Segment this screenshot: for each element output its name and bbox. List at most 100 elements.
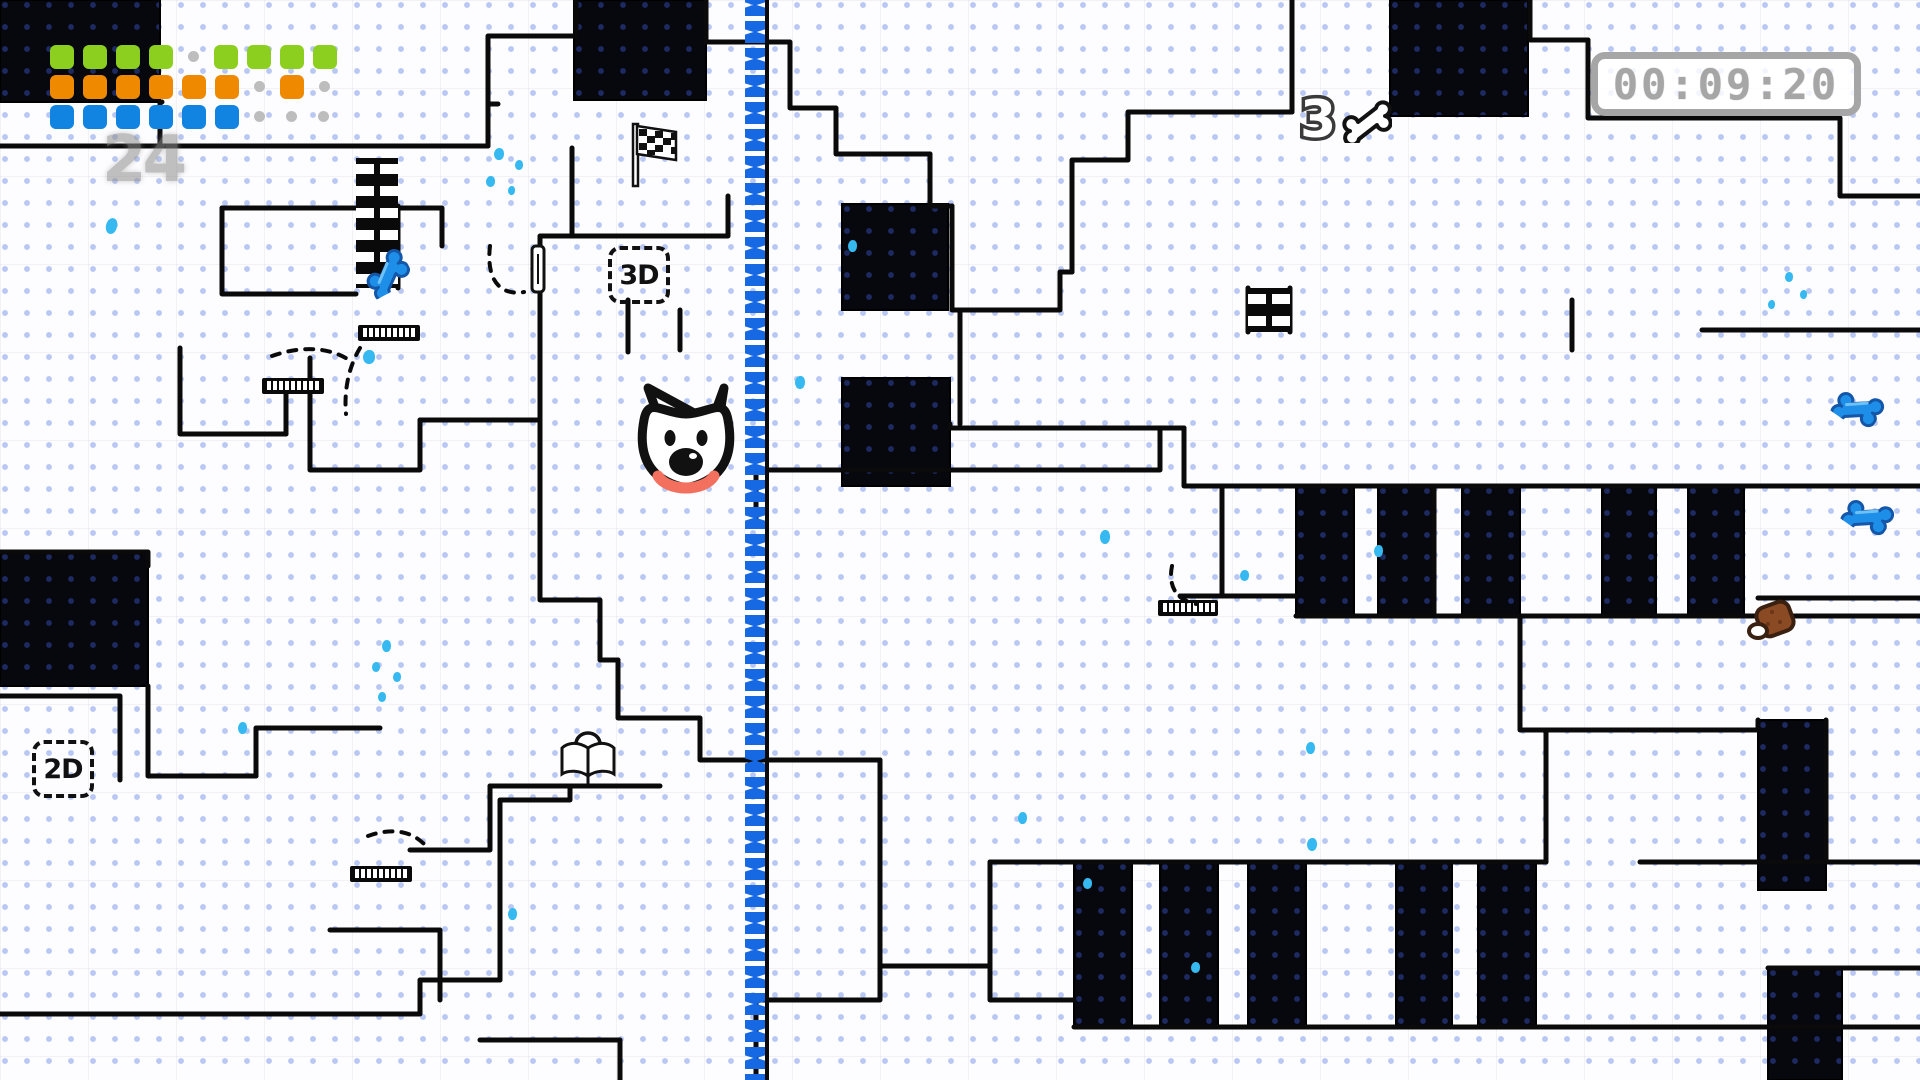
seam-segment [745, 588, 765, 610]
seam-segment [745, 183, 765, 205]
seam-segment [745, 21, 765, 43]
tracker-dot-filled [83, 75, 107, 99]
bone-counter: 3 [1296, 87, 1393, 154]
terrain-block [1461, 485, 1521, 617]
timer-value: 00:09:20 [1612, 59, 1840, 109]
tracker-dot-filled [50, 75, 74, 99]
brick-wall-right [1248, 288, 1290, 332]
paint-splat [1307, 838, 1317, 851]
terrain-block [1395, 861, 1453, 1028]
tracker-dot-filled [182, 105, 206, 129]
tracker-dot-filled [313, 45, 337, 69]
player-dog[interactable] [630, 380, 742, 502]
bone-icon [1340, 97, 1393, 147]
terrain-block [1477, 861, 1537, 1028]
terrain-block [1687, 485, 1745, 617]
elapsed-timer: 00:09:20 [1591, 52, 1861, 116]
paint-splat [1083, 878, 1092, 889]
terrain-block [841, 203, 949, 311]
moving-platform-2 [262, 378, 324, 394]
orange-row [50, 75, 337, 99]
seam-segment [745, 885, 765, 907]
brick-wall-left [356, 158, 398, 288]
paint-splat [393, 672, 401, 682]
terrain-block [1247, 861, 1307, 1028]
seam-segment [745, 669, 765, 691]
platform-hatching [1161, 603, 1215, 612]
seam-segment [745, 48, 765, 70]
seam-segment [745, 318, 765, 340]
terrain-block [1389, 0, 1529, 117]
dimension-label-2d: 2D [32, 740, 94, 798]
seam-segment [745, 561, 765, 583]
paint-splat [1800, 290, 1807, 299]
seam-segment [745, 372, 765, 394]
seam-segment [745, 831, 765, 853]
tracker-dot-filled [116, 75, 140, 99]
terrain-block [1601, 485, 1657, 617]
tracker-dot-empty [319, 81, 330, 92]
tracker-dot-empty [254, 81, 265, 92]
seam-segment [745, 993, 765, 1015]
tracker-dot-filled [149, 45, 173, 69]
tracker-dot-filled [247, 45, 271, 69]
tracker-dot-empty [286, 111, 297, 122]
seam-segment [745, 264, 765, 286]
seam-segment [745, 696, 765, 718]
terrain-block [1159, 861, 1219, 1028]
seam-segment [745, 858, 765, 880]
paint-splat [1240, 570, 1249, 581]
seam-segment [745, 129, 765, 151]
seam-segment [745, 1047, 765, 1069]
platform-hatching [265, 381, 321, 390]
tracker-dot-filled [83, 45, 107, 69]
tracker-dot-filled [215, 75, 239, 99]
seam-segment [745, 75, 765, 97]
seam-segment [745, 615, 765, 637]
seam-segment [745, 237, 765, 259]
tracker-dot-filled [116, 105, 140, 129]
tracker-dot-filled [280, 75, 304, 99]
paint-splat [1374, 545, 1383, 557]
paint-splat [515, 160, 523, 170]
paint-splat [1306, 742, 1315, 754]
tracker-dot-filled [50, 45, 74, 69]
seam-segment [745, 750, 765, 772]
paint-splat [486, 176, 495, 187]
seam-segment [745, 1074, 765, 1080]
seam-segment [745, 102, 765, 124]
terrain-block [1295, 485, 1355, 617]
seam-segment [745, 966, 765, 988]
tracker-dot-filled [215, 105, 239, 129]
dimension-seam [742, 0, 769, 1080]
platform-hatching [361, 328, 417, 337]
seam-segment [745, 804, 765, 826]
tracker-dot-filled [280, 45, 304, 69]
seam-segment [745, 210, 765, 232]
tracker-dot-filled [83, 105, 107, 129]
terrain-block [573, 0, 707, 101]
seam-segment [745, 723, 765, 745]
tracker-dot-filled [182, 75, 206, 99]
paint-splat [1100, 530, 1110, 544]
tracker-dot-filled [116, 45, 140, 69]
seam-segment [745, 291, 765, 313]
terrain-block [0, 551, 149, 687]
seam-segment [745, 939, 765, 961]
tracker-dot-filled [149, 105, 173, 129]
seam-segment [745, 1020, 765, 1042]
paint-splat [508, 908, 517, 920]
moving-platform-4 [350, 866, 412, 882]
scroll-prop [528, 244, 548, 298]
seam-segment [745, 507, 765, 529]
seam-segment [745, 345, 765, 367]
paint-splat [372, 662, 380, 672]
dimension-label-3d: 3D [608, 246, 670, 304]
terrain-block [1767, 967, 1843, 1080]
seam-segment [745, 453, 765, 475]
seam-rail [765, 0, 769, 1080]
moving-platform-1 [358, 325, 420, 341]
terrain-block [1073, 861, 1133, 1028]
